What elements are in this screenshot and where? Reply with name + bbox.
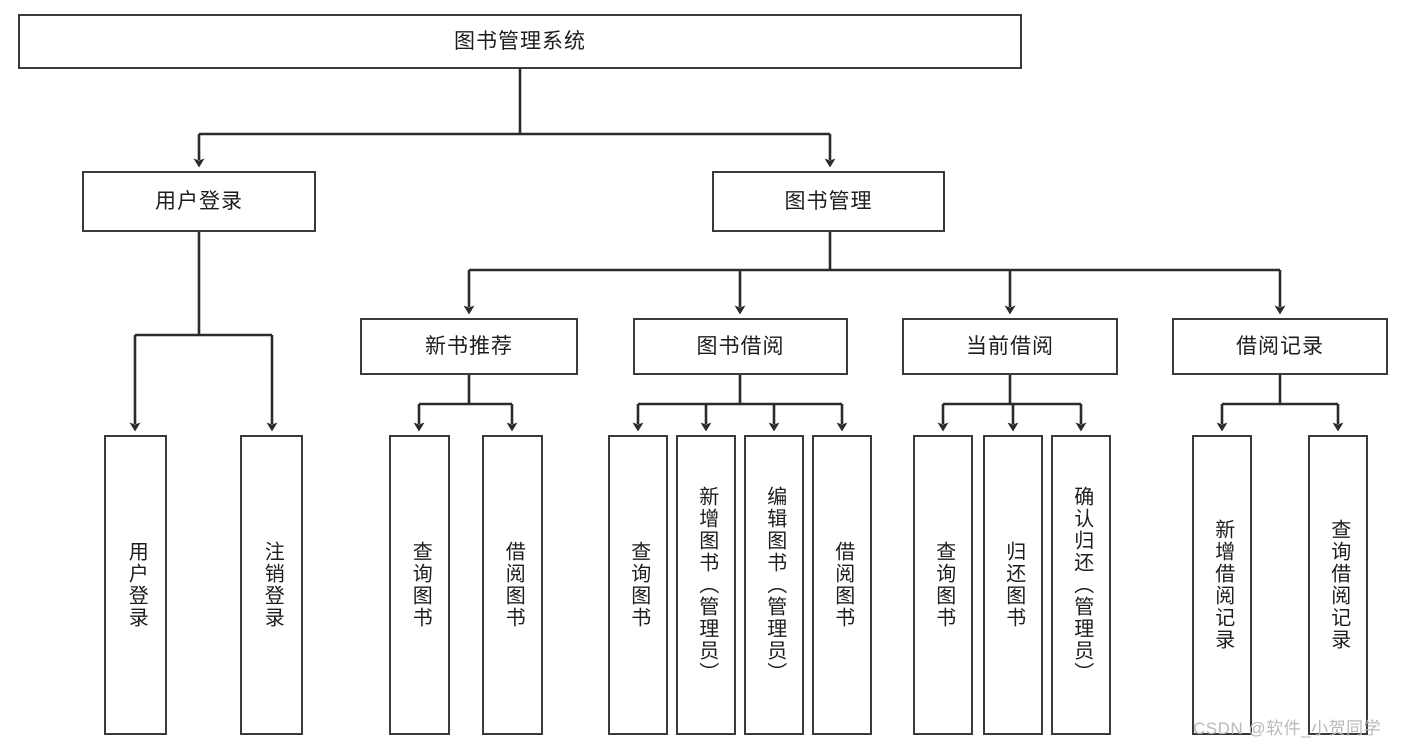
node-label: 确认归还（管理员） (1070, 486, 1093, 684)
node-borrowing-records[interactable]: 借阅记录 (1172, 318, 1388, 375)
node-label: 图书借阅 (696, 334, 785, 358)
leaf-query-books-current[interactable]: 查询图书 (913, 435, 973, 735)
node-label: 查询图书 (409, 541, 432, 629)
node-label: 借阅图书 (502, 541, 525, 629)
node-user-login[interactable]: 用户登录 (82, 171, 316, 232)
leaf-query-books-newbook[interactable]: 查询图书 (389, 435, 450, 735)
leaf-user-login[interactable]: 用户登录 (104, 435, 167, 735)
node-current-borrowing[interactable]: 当前借阅 (902, 318, 1118, 375)
node-book-management[interactable]: 图书管理 (712, 171, 945, 232)
node-label: 查询图书 (627, 541, 650, 629)
node-label: 查询借阅记录 (1327, 519, 1350, 651)
node-label: 归还图书 (1002, 541, 1025, 629)
node-label: 用户登录 (155, 189, 243, 213)
leaf-borrow-books[interactable]: 借阅图书 (812, 435, 872, 735)
leaf-edit-book-admin[interactable]: 编辑图书（管理员） (744, 435, 804, 735)
node-label: 注销登录 (261, 541, 284, 629)
node-label: 借阅图书 (831, 541, 854, 629)
node-label: 新增图书（管理员） (695, 486, 718, 684)
leaf-return-books[interactable]: 归还图书 (983, 435, 1043, 735)
leaf-add-book-admin[interactable]: 新增图书（管理员） (676, 435, 736, 735)
leaf-borrow-books-newbook[interactable]: 借阅图书 (482, 435, 543, 735)
csdn-watermark: CSDN @软件_小贺同学 (1193, 719, 1382, 738)
node-label: 用户登录 (125, 541, 148, 629)
node-label: 新书推荐 (425, 334, 513, 358)
node-root-library-system[interactable]: 图书管理系统 (18, 14, 1022, 69)
node-label: 编辑图书（管理员） (763, 486, 786, 684)
node-label: 新增借阅记录 (1211, 519, 1234, 651)
node-label: 查询图书 (932, 541, 955, 629)
node-book-borrowing[interactable]: 图书借阅 (633, 318, 848, 375)
node-label: 图书管理 (784, 189, 873, 213)
node-label: 图书管理系统 (454, 29, 586, 53)
leaf-query-borrow-record[interactable]: 查询借阅记录 (1308, 435, 1368, 735)
node-label: 当前借阅 (966, 334, 1054, 358)
leaf-confirm-return-admin[interactable]: 确认归还（管理员） (1051, 435, 1111, 735)
node-label: 借阅记录 (1236, 334, 1324, 358)
leaf-logout[interactable]: 注销登录 (240, 435, 303, 735)
leaf-query-books-borrow[interactable]: 查询图书 (608, 435, 668, 735)
node-new-book-recommendation[interactable]: 新书推荐 (360, 318, 578, 375)
leaf-add-borrow-record[interactable]: 新增借阅记录 (1192, 435, 1252, 735)
